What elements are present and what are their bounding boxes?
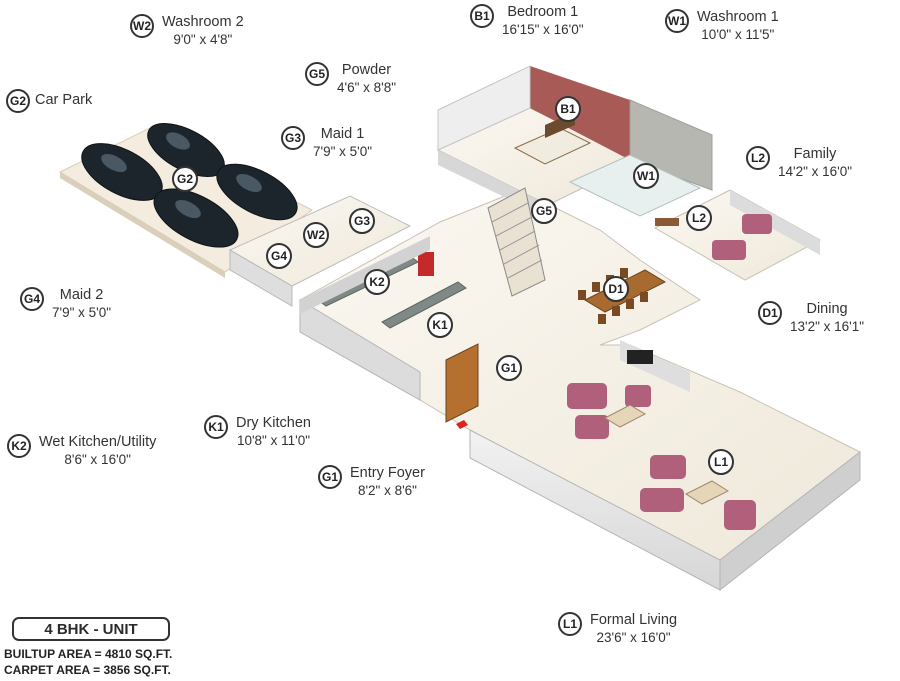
staircase <box>487 187 546 297</box>
room-code-badge: W2 <box>130 14 154 38</box>
room-code-badge: B1 <box>470 4 494 28</box>
room-code-badge: L1 <box>558 612 582 636</box>
room-dimensions: 4'6" x 8'8" <box>337 80 397 95</box>
family-wall <box>730 190 820 255</box>
room-name: Powder <box>341 62 392 78</box>
room-label-washroom-1: W1 Washroom 1 10'0" x 11'5" <box>665 9 779 43</box>
door-mat <box>456 420 468 429</box>
room-name: Dining <box>806 301 848 317</box>
room-label-family: L2 Family 14'2" x 16'0" <box>746 146 852 180</box>
plan-badge-b1: B1 <box>555 96 581 122</box>
plan-badge-g3: G3 <box>349 208 375 234</box>
washroom-floor <box>568 154 702 217</box>
plan-badge-k1: K1 <box>427 312 453 338</box>
room-label-maid-1: G3 Maid 1 7'9" x 5'0" <box>281 126 372 160</box>
carpet-area: CARPET AREA = 3856 SQ.FT. <box>4 663 171 677</box>
living-coffee-table <box>603 404 647 428</box>
room-dimensions: 10'0" x 11'5" <box>701 27 775 42</box>
room-dimensions: 13'2" x 16'1" <box>790 319 865 334</box>
room-dimensions: 7'9" x 5'0" <box>313 144 373 159</box>
room-code-badge: L2 <box>746 146 770 170</box>
room-name: Dry Kitchen <box>236 415 311 431</box>
room-code-badge: K2 <box>7 434 31 458</box>
room-code-badge: G4 <box>20 287 44 311</box>
room-code-badge: G2 <box>6 89 30 113</box>
room-label-maid-2: G4 Maid 2 7'9" x 5'0" <box>20 287 111 321</box>
room-code-badge: G3 <box>281 126 305 150</box>
room-label-dining: D1 Dining 13'2" x 16'1" <box>758 301 864 335</box>
room-name: Washroom 1 <box>697 9 779 25</box>
fridge <box>418 252 434 276</box>
room-dimensions: 10'8" x 11'0" <box>236 433 310 448</box>
plan-badge-g2: G2 <box>172 166 198 192</box>
front-wall-right <box>719 450 861 592</box>
room-label-bedroom-1: B1 Bedroom 1 16'15" x 16'0" <box>470 4 584 38</box>
family-tv-unit <box>655 218 679 226</box>
plan-badge-d1: D1 <box>603 276 629 302</box>
room-name: Wet Kitchen/Utility <box>39 434 157 450</box>
living-tv <box>627 350 653 364</box>
lounge-coffee-table <box>684 480 730 505</box>
living-armchair <box>625 385 651 407</box>
room-label-wet-kitchen: K2 Wet Kitchen/Utility 8'6" x 16'0" <box>7 434 156 468</box>
bedroom-wall-back <box>437 65 531 151</box>
entry-door <box>445 343 479 423</box>
room-code-badge: G1 <box>318 465 342 489</box>
room-name: Family <box>793 146 837 162</box>
room-name: Entry Foyer <box>350 465 425 481</box>
room-name: Bedroom 1 <box>507 4 579 20</box>
room-dimensions: 23'6" x 16'0" <box>596 630 671 645</box>
room-label-washroom-2: W2 Washroom 2 9'0" x 4'8" <box>130 14 244 48</box>
car-windows <box>101 132 262 219</box>
room-dimensions: 7'9" x 5'0" <box>52 305 112 320</box>
room-dimensions: 14'2" x 16'0" <box>778 164 853 179</box>
car-park-edge <box>60 172 225 278</box>
plan-badge-l2: L2 <box>686 205 712 231</box>
room-code-badge: K1 <box>204 415 228 439</box>
room-code-badge: D1 <box>758 301 782 325</box>
kitchen-counter-dry <box>381 281 467 329</box>
room-label-dry-kitchen: K1 Dry Kitchen 10'8" x 11'0" <box>204 415 311 449</box>
living-sofa-1 <box>567 383 607 409</box>
lounge-sofa-2 <box>640 488 684 512</box>
lounge-sofa-1 <box>650 455 686 479</box>
room-label-formal-living: L1 Formal Living 23'6" x 16'0" <box>558 612 677 646</box>
room-name: Maid 1 <box>320 126 365 142</box>
room-name: Washroom 2 <box>162 14 244 30</box>
plan-badge-g4: G4 <box>266 243 292 269</box>
builtup-area: BUILTUP AREA = 4810 SQ.FT. <box>4 647 173 661</box>
stair-steps <box>491 202 543 279</box>
family-sofa-2 <box>742 214 772 234</box>
plan-badge-k2: K2 <box>364 269 390 295</box>
room-label-car-park: G2 Car Park <box>6 89 92 113</box>
lounge-armchair <box>724 500 756 530</box>
room-dimensions: 9'0" x 4'8" <box>173 32 233 47</box>
room-name: Maid 2 <box>59 287 104 303</box>
maid-block-wall-left <box>229 249 293 307</box>
room-code-badge: G5 <box>305 62 329 86</box>
family-sofa <box>712 240 746 260</box>
plan-badge-l1: L1 <box>708 449 734 475</box>
plan-badge-w2: W2 <box>303 222 329 248</box>
room-name: Car Park <box>35 92 93 108</box>
room-dimensions: 8'2" x 8'6" <box>357 483 417 498</box>
room-code-badge: W1 <box>665 9 689 33</box>
plan-badge-w1: W1 <box>633 163 659 189</box>
room-label-entry-foyer: G1 Entry Foyer 8'2" x 8'6" <box>318 465 425 499</box>
plan-badge-g5: G5 <box>531 198 557 224</box>
room-dimensions: 16'15" x 16'0" <box>502 22 584 37</box>
living-sofa-2 <box>575 415 609 439</box>
front-wall-kitchen <box>299 299 421 401</box>
plan-badge-g1: G1 <box>496 355 522 381</box>
unit-title-box: 4 BHK - UNIT <box>12 617 170 641</box>
room-dimensions: 8'6" x 16'0" <box>64 452 131 467</box>
room-label-powder: G5 Powder 4'6" x 8'8" <box>305 62 396 96</box>
room-name: Formal Living <box>590 612 678 628</box>
